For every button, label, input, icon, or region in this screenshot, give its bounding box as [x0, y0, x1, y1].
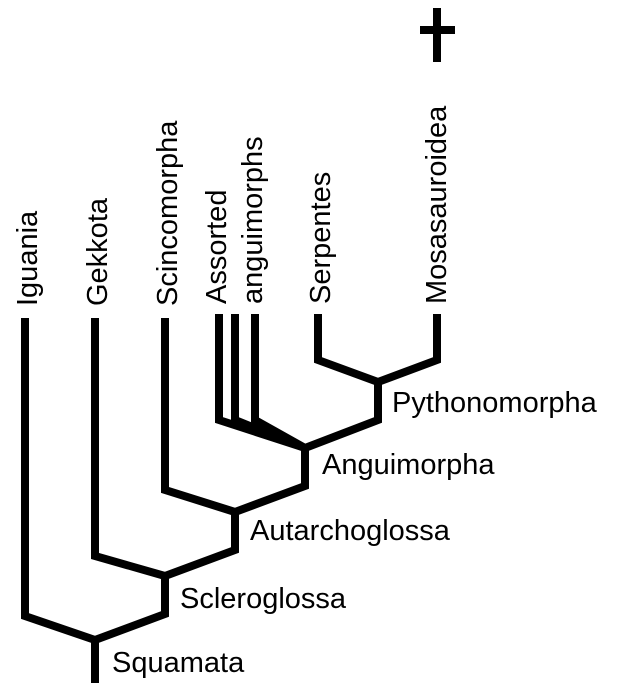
- branch-scincomorpha: [161, 318, 237, 516]
- branch-serpentes: [314, 314, 380, 386]
- clade-label-squamata: Squamata: [112, 647, 245, 679]
- branch-mosasauroidea: [376, 314, 441, 386]
- branch-anguimorpha: [233, 448, 309, 516]
- clade-label-pythonomorpha: Pythonomorpha: [392, 387, 598, 419]
- branch-pythonomorpha: [303, 382, 382, 452]
- terminal-labels: Iguania Gekkota Scincomorpha Assorted an…: [12, 105, 453, 306]
- taxon-label-mosasauroidea: Mosasauroidea: [421, 105, 453, 304]
- branch-scleroglossa: [93, 576, 169, 644]
- clade-labels: Pythonomorpha Anguimorpha Autarchoglossa…: [112, 387, 598, 679]
- taxon-label-scincomorpha: Scincomorpha: [152, 120, 184, 306]
- taxon-label-gekkota: Gekkota: [82, 197, 114, 306]
- clade-label-scleroglossa: Scleroglossa: [180, 583, 347, 615]
- clade-label-anguimorpha: Anguimorpha: [322, 449, 495, 481]
- taxon-label-assorted: Assorted: [201, 190, 233, 304]
- branch-iguania: [21, 318, 97, 644]
- branch-autarchoglossa: [163, 512, 239, 580]
- tree-branches: [21, 8, 455, 683]
- taxon-label-serpentes: Serpentes: [305, 172, 337, 304]
- clade-label-autarchoglossa: Autarchoglossa: [250, 515, 451, 547]
- taxon-label-iguania: Iguania: [12, 210, 44, 306]
- branch-assorted-anguimorph-3: [251, 314, 307, 452]
- branch-gekkota: [91, 318, 167, 580]
- taxon-label-anguimorphs: anguimorphs: [237, 136, 269, 304]
- dagger-icon: [420, 8, 455, 62]
